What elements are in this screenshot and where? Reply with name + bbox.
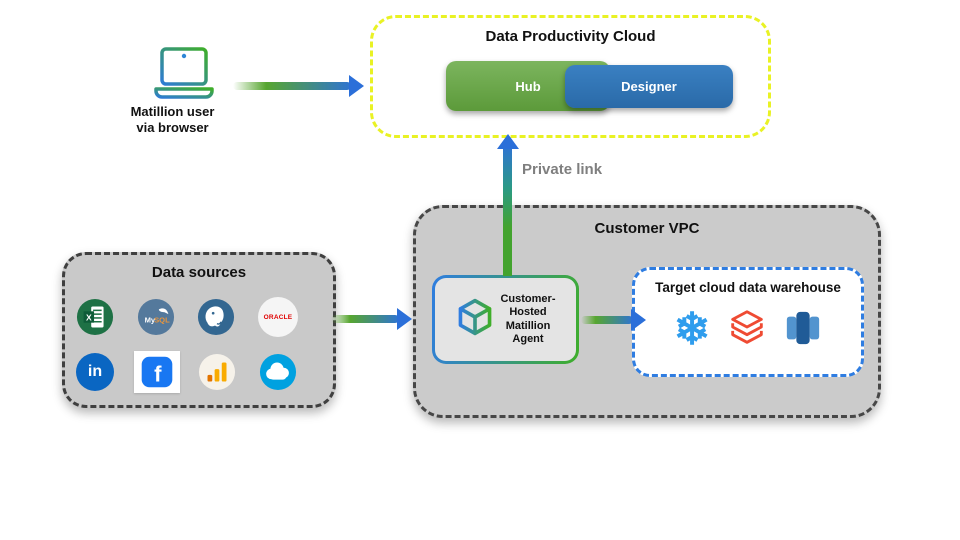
facebook-f-letter: f [154, 361, 162, 386]
user-label: Matillion user via browser [95, 104, 250, 136]
designer-button: Designer [565, 65, 733, 108]
target-warehouse-box: Target cloud data warehouse ❄ [632, 267, 864, 377]
linkedin-text: in [87, 363, 103, 380]
agent-label-line2: Hosted [509, 306, 547, 318]
snowflake-icon: ❄ [673, 305, 711, 354]
warehouse-icons: ❄ [635, 302, 861, 358]
agent-label-line4: Agent [512, 333, 544, 345]
arrow-sources-to-agent-head [397, 308, 412, 330]
arrow-agent-to-warehouse [581, 316, 633, 324]
google-analytics-icon [198, 353, 236, 391]
cloud-title: Data Productivity Cloud [485, 28, 656, 45]
databricks-icon [726, 307, 768, 354]
arrow-user-to-cloud [233, 82, 351, 90]
data-sources-box: Data sources X My SQL [62, 252, 336, 408]
mysql-icon: My SQL [137, 298, 175, 336]
oracle-icon: ORACLE [258, 297, 298, 337]
arrow-user-to-cloud-head [349, 75, 364, 97]
oracle-text: ORACLE [263, 313, 293, 321]
agent-label-line3: Matillion [505, 319, 551, 332]
matillion-agent-box: Customer- Hosted Matillion Agent [432, 275, 579, 364]
arrow-vpc-to-cloud [503, 147, 512, 276]
user-label-line1: Matillion user [130, 104, 215, 119]
arrow-sources-to-agent [331, 315, 399, 323]
data-productivity-cloud-box: Data Productivity Cloud Hub Designer [370, 15, 771, 138]
agent-label: Customer- Hosted Matillion Agent [500, 293, 555, 347]
excel-x-letter: X [86, 312, 92, 322]
arrow-agent-to-warehouse-head [631, 309, 646, 331]
mysql-text-sql: SQL [154, 316, 170, 325]
cube-icon [455, 297, 495, 342]
facebook-icon: f [134, 351, 180, 393]
salesforce-icon [259, 353, 297, 391]
hub-label: Hub [515, 78, 541, 94]
designer-label: Designer [621, 79, 677, 94]
user-label-line2: via browser [136, 120, 209, 135]
redshift-icon [784, 306, 822, 355]
sources-title: Data sources [151, 264, 247, 281]
arrow-vpc-to-cloud-head [497, 134, 519, 149]
laptop-icon [150, 46, 218, 109]
agent-label-line1: Customer- [500, 292, 556, 305]
vpc-title: Customer VPC [594, 220, 700, 237]
excel-icon: X [76, 298, 114, 336]
warehouse-title: Target cloud data warehouse [655, 280, 841, 295]
linkedin-icon: in [76, 353, 114, 391]
private-link-label: Private link [522, 161, 603, 178]
postgresql-icon [197, 298, 235, 336]
mysql-text-my: My [145, 316, 156, 325]
